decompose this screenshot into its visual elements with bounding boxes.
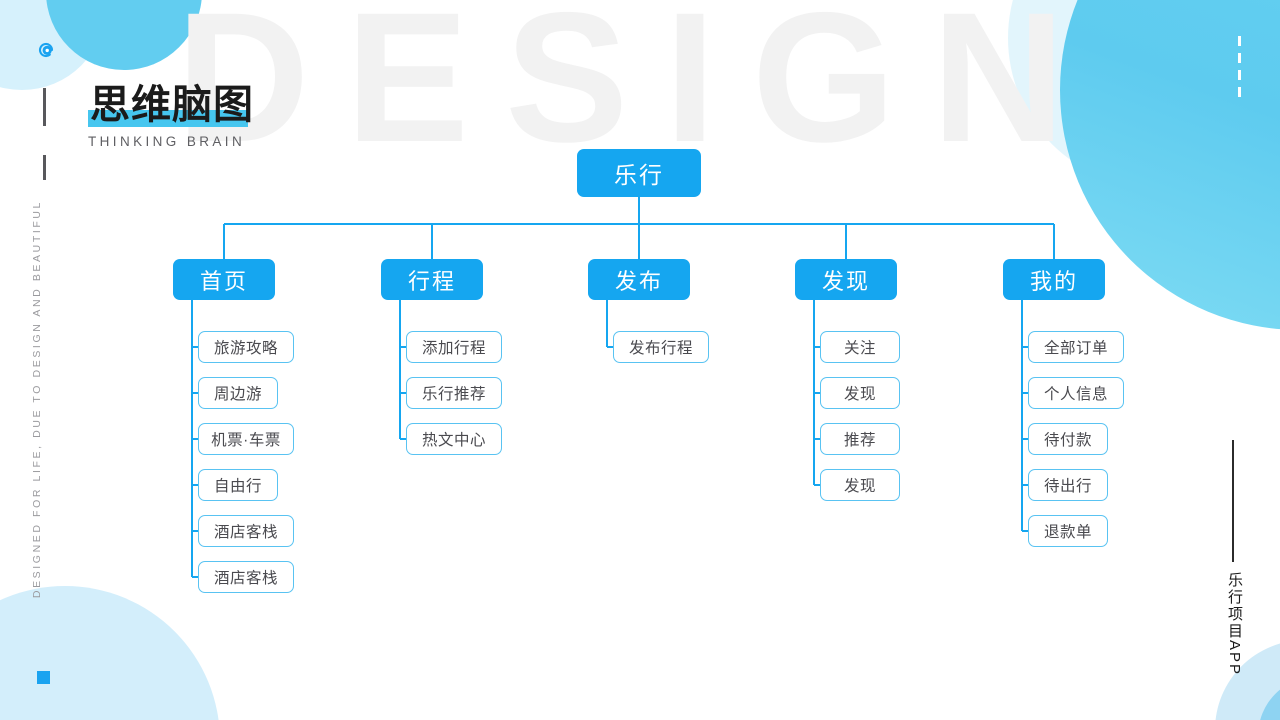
mindmap-leaf-node-5-2-label: 个人信息 xyxy=(1043,386,1108,403)
mindmap-leaf-node-4-4[interactable]: 发现 xyxy=(820,469,900,501)
at-circle-logo-icon xyxy=(34,38,58,62)
right-vertical-rule xyxy=(1232,440,1234,562)
mindmap-branch-node-2[interactable]: 行程 xyxy=(381,259,483,300)
mindmap-leaf-node-5-4[interactable]: 待出行 xyxy=(1028,469,1108,501)
mindmap-branch-node-4[interactable]: 发现 xyxy=(795,259,897,300)
mindmap-leaf-node-1-1[interactable]: 旅游攻略 xyxy=(198,331,294,363)
mindmap-leaf-node-3-1[interactable]: 发布行程 xyxy=(613,331,709,363)
mindmap-leaf-node-1-4-label: 自由行 xyxy=(213,478,262,495)
mindmap-leaf-node-5-3-label: 待付款 xyxy=(1043,432,1092,449)
mindmap-leaf-node-4-3-label: 推荐 xyxy=(843,432,876,449)
mindmap-leaf-node-4-2-label: 发现 xyxy=(843,386,876,403)
mindmap-leaf-node-4-4-label: 发现 xyxy=(843,478,876,495)
mindmap-leaf-node-1-5[interactable]: 酒店客栈 xyxy=(198,515,294,547)
mindmap-leaf-node-5-5[interactable]: 退款单 xyxy=(1028,515,1108,547)
mindmap-leaf-node-4-2[interactable]: 发现 xyxy=(820,377,900,409)
mindmap-leaf-node-1-2[interactable]: 周边游 xyxy=(198,377,278,409)
mindmap-leaf-node-2-2[interactable]: 乐行推荐 xyxy=(406,377,502,409)
page-title-text: 思维脑图 xyxy=(90,83,254,127)
mindmap-leaf-node-3-1-label: 发布行程 xyxy=(628,340,693,357)
mindmap-leaf-node-5-2[interactable]: 个人信息 xyxy=(1028,377,1124,409)
mindmap-leaf-node-1-3-label: 机票·车票 xyxy=(211,432,281,449)
mindmap-branch-node-3[interactable]: 发布 xyxy=(588,259,690,300)
right-vertical-caption: 乐行项目APP xyxy=(1226,572,1243,677)
mindmap-leaf-node-2-1-label: 添加行程 xyxy=(421,340,486,357)
mindmap-branch-node-1[interactable]: 首页 xyxy=(173,259,275,300)
decor-square-bottom-left xyxy=(37,671,50,684)
mindmap-branch-node-3-label: 发布 xyxy=(614,268,663,294)
mindmap-leaf-node-5-1-label: 全部订单 xyxy=(1043,340,1108,357)
mindmap-leaf-node-4-1-label: 关注 xyxy=(843,340,876,357)
mindmap-root-node-label: 乐行 xyxy=(614,162,664,188)
mindmap-leaf-node-1-4[interactable]: 自由行 xyxy=(198,469,278,501)
mindmap-leaf-node-2-3[interactable]: 热文中心 xyxy=(406,423,502,455)
title-highlight-bar xyxy=(88,110,248,127)
mindmap-leaf-node-5-4-label: 待出行 xyxy=(1043,478,1092,495)
mindmap-leaf-node-1-6[interactable]: 酒店客栈 xyxy=(198,561,294,593)
mindmap-leaf-node-2-2-label: 乐行推荐 xyxy=(421,386,486,403)
mindmap-branch-node-2-label: 行程 xyxy=(407,268,456,294)
mindmap-root-node[interactable]: 乐行 xyxy=(577,149,701,197)
mindmap-leaf-node-1-3[interactable]: 机票·车票 xyxy=(198,423,294,455)
title-rule-top xyxy=(43,88,46,126)
mindmap-branch-node-5-label: 我的 xyxy=(1029,268,1078,294)
title-rule-bottom xyxy=(43,155,46,180)
design-watermark: DESIGN xyxy=(176,0,1102,181)
title-block: 思维脑图 THINKING BRAIN xyxy=(88,83,256,150)
page-subtitle: THINKING BRAIN xyxy=(88,134,246,150)
page-title: 思维脑图 xyxy=(88,83,256,127)
mindmap-branch-node-1-label: 首页 xyxy=(199,268,248,294)
mindmap-leaf-node-4-3[interactable]: 推荐 xyxy=(820,423,900,455)
mindmap-leaf-node-2-1[interactable]: 添加行程 xyxy=(406,331,502,363)
mindmap-branch-node-4-label: 发现 xyxy=(821,268,870,294)
mindmap-leaf-node-1-6-label: 酒店客栈 xyxy=(213,570,278,587)
mindmap-leaf-node-2-3-label: 热文中心 xyxy=(421,432,486,449)
mindmap-branch-node-5[interactable]: 我的 xyxy=(1003,259,1105,300)
mindmap-leaf-node-5-1[interactable]: 全部订单 xyxy=(1028,331,1124,363)
mindmap-leaf-node-4-1[interactable]: 关注 xyxy=(820,331,900,363)
mindmap-leaf-node-5-5-label: 退款单 xyxy=(1043,524,1092,541)
mindmap-leaf-node-1-5-label: 酒店客栈 xyxy=(213,524,278,541)
decor-dashed-marker xyxy=(1238,36,1241,102)
mindmap-leaf-node-5-3[interactable]: 待付款 xyxy=(1028,423,1108,455)
mindmap-leaf-node-1-2-label: 周边游 xyxy=(213,386,262,403)
mindmap-leaf-node-1-1-label: 旅游攻略 xyxy=(213,340,278,357)
